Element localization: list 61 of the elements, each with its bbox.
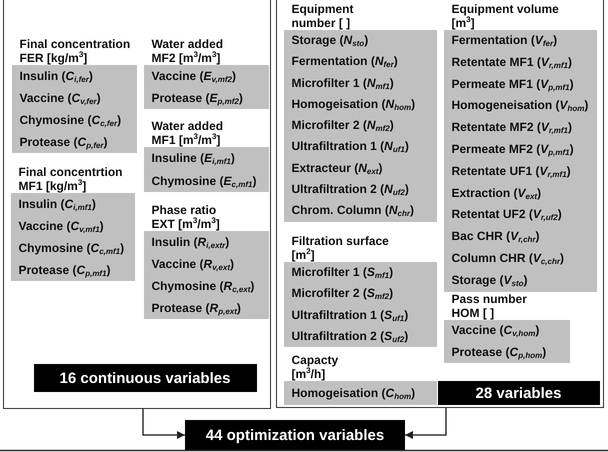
variable-label: Microfilter 2 (N$_{mf2}$) [290,117,395,136]
variable-label: Ultrafiltration 2 (S$_{uf2}$) [290,328,410,346]
variable-label: Insulin (C$_{i,fer}$) [18,68,94,86]
variable-label: Protease (E$_{p,mf2}$) [150,90,244,108]
variable-label: Vaccine (C$_{v,mf1}$) [18,218,105,236]
variable-label: Chrom. Column (N$_{chr}$) [290,202,415,220]
variable-label: Column CHR (V$_{c,chr}$) [450,250,565,268]
arrow [142,409,185,439]
group-heading: Pass number HOM [ ] [450,292,528,320]
variable-label: Protease (R$_{p,ext}$) [150,300,242,318]
variable-label: Permeate MF1 (V$_{p,mf1}$) [450,76,575,94]
variable-label: Homogeneisation (V$_{hom}$) [450,97,590,116]
variable-label: Retentate UF1 (V$_{r,mf1}$) [450,162,572,181]
variable-label: Retentate MF1 (V$_{r,mf1}$) [450,54,573,72]
variable-label: Homogeisation (N$_{hom}$) [290,96,416,114]
variable-label: Permeate MF2 (V$_{p,mf1}$) [450,140,575,159]
variable-label: Vaccine (C$_{v,hom}$) [450,322,540,340]
group-frame [276,0,604,408]
variable-label: Vaccine (E$_{v,mf2}$) [150,68,238,86]
group-heading: Phase ratio EXT [m$^{3}$/m$^{3}$] [150,203,221,231]
variable-label: Vaccine (C$_{v,fer}$) [18,90,102,108]
variable-label: Ultrafiltration 2 (N$_{uf2}$) [290,181,410,200]
variable-label: Homogeisation (C$_{hom}$) [290,385,416,403]
variable-label: Microfilter 2 (S$_{mf2}$) [290,285,394,304]
variable-label: Ultrafiltration 1 (S$_{uf1}$) [290,306,410,325]
variable-label: Chymosine (E$_{c,mf1}$) [150,172,258,190]
total-count-banner: 16 continuous variables [34,364,256,392]
variable-label: Microfilter 1 (N$_{mf1}$) [290,74,395,93]
group-heading: Equipment number [ ] [290,2,354,30]
variable-label: Protease (C$_{p,fer}$) [18,134,109,152]
variable-label: Ultrafiltration 1 (N$_{uf1}$) [290,138,410,156]
variable-label: Chymosine (R$_{c,ext}$) [150,278,256,296]
variable-label: Fermentation (V$_{fer}$) [450,32,558,50]
variable-label: Extracteur (N$_{ext}$) [290,160,384,178]
variable-label: Protease (C$_{p,hom}$) [450,344,548,362]
variable-label: Protease (C$_{p,mf1}$) [18,262,112,280]
group-heading: Final concentrtion MF1 [kg/m$^{3}$] [18,165,124,193]
group-heading: Equipment volume [m$^{3}$] [450,2,560,30]
arrow [405,408,447,439]
variable-label: Fermentation (N$_{fer}$) [290,53,399,72]
group-heading: Water added MF1 [m$^{3}$/m$^{3}$] [150,119,224,147]
group-frame [3,0,271,409]
group-heading: Final concentration FER [kg/m$^{3}$] [18,37,132,65]
variable-label: Extraction (V$_{ext}$) [450,184,542,203]
total-count-banner: 44 optimization variables [185,420,405,450]
variable-label: Insulin (C$_{i,mf1}$) [18,196,97,214]
variable-label: Storage (N$_{sto}$) [290,32,370,50]
variable-label: Retentate MF2 (V$_{r,mf1}$) [450,119,573,138]
group-heading: Filtration surface [m$^{2}$] [290,234,390,262]
group-heading: Water added MF2 [m$^{3}$/m$^{3}$] [150,37,224,65]
total-count-banner: 28 variables [438,381,600,405]
variable-label: Microfilter 1 (S$_{mf1}$) [290,264,394,282]
group-heading: Capacty [m$^{3}$/h] [290,353,340,381]
variable-label: Storage (V$_{sto}$) [450,272,529,290]
variable-label: Retentat UF2 (V$_{r,uf2}$) [450,206,563,224]
variable-label: Insulin (R$_{i,extr}$) [150,234,230,252]
variable-label: Chymosine (C$_{c,fer}$) [18,112,122,130]
variable-label: Insuline (E$_{i,mf1}$) [150,150,236,168]
variable-label: Chymosine (C$_{c,mf1}$) [18,240,126,258]
variable-label: Vaccine (R$_{v,ext}$) [150,256,235,274]
variable-label: Bac CHR (V$_{r,chr}$) [450,228,541,246]
